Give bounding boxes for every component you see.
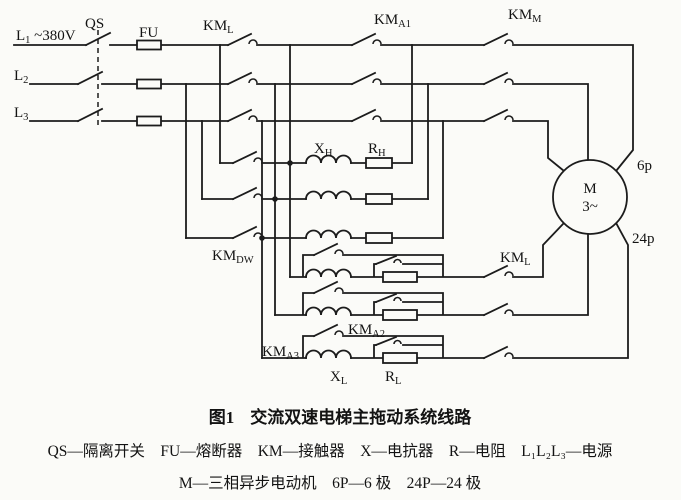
label-pole-high: 6p: [637, 158, 652, 174]
xh-reactor-2: [305, 190, 352, 200]
rh-resistor-3: [365, 232, 393, 244]
kml-main-contacts: [227, 33, 258, 122]
rh-resistor-2: [365, 193, 393, 205]
low-speed-branch-row-2: [274, 233, 589, 321]
motor-phase-label: 3~: [582, 199, 598, 215]
xl-reactor-2: [305, 306, 352, 316]
label-kma3: KMA3: [262, 344, 299, 362]
label-pole-low: 24p: [632, 231, 655, 247]
rl-resistor-2: [382, 309, 418, 321]
rl-resistor-3: [382, 352, 418, 364]
label-kml-top: KML: [203, 18, 234, 36]
phase-l1-wire: [13, 44, 634, 173]
xl-reactor-1: [305, 268, 352, 278]
label-xh: XH: [314, 141, 333, 159]
label-rh: RH: [368, 141, 386, 159]
junction-dot: [272, 196, 278, 202]
label-rl: RL: [385, 369, 401, 387]
low-speed-branch-row-3: [261, 221, 629, 364]
xh-reactor-3: [305, 229, 352, 239]
phase-l3-wire: [29, 120, 566, 173]
caption-legend-1: QS—隔离开关 FU—熔断器 KM—接触器 X—电抗器 R—电阻 L₁L₂L₃—…: [48, 442, 613, 460]
label-fu: FU: [139, 25, 158, 41]
motor: M 3~: [552, 159, 628, 235]
kmdw-contacts: [232, 151, 263, 239]
high-speed-reactor-rows: [259, 154, 444, 244]
label-l1: L1 ~380V: [16, 28, 76, 46]
low-speed-branch-row-1: [289, 221, 566, 283]
label-l3: L3: [14, 105, 28, 123]
phase-l2-wire: [29, 83, 589, 161]
label-l2: L2: [14, 68, 28, 86]
label-kmm: KMM: [508, 7, 542, 25]
label-qs: QS: [85, 16, 104, 32]
label-kml-bottom: KML: [500, 250, 531, 268]
qs-disconnect-switch: [77, 30, 111, 128]
motor-label: M: [583, 181, 596, 197]
junction-dot: [287, 160, 293, 166]
motor-circle: [552, 159, 628, 235]
xl-reactor-3: [305, 349, 352, 359]
kmdw-feed-wires: [185, 162, 234, 239]
kmm-contacts: [483, 33, 514, 122]
rl-resistor-1: [382, 271, 418, 283]
label-xl: XL: [330, 369, 347, 387]
rh-resistor-1: [365, 157, 393, 169]
fuse-fu: [136, 39, 162, 127]
caption-legend-2: M—三相异步电动机 6P—6 极 24P—24 极: [179, 474, 481, 492]
kma1-contacts: [351, 33, 382, 122]
label-kmdw: KMDW: [212, 248, 254, 266]
label-kma1: KMA1: [374, 12, 411, 30]
label-kma2: KMA2: [348, 322, 385, 340]
junction-dot: [259, 235, 265, 241]
